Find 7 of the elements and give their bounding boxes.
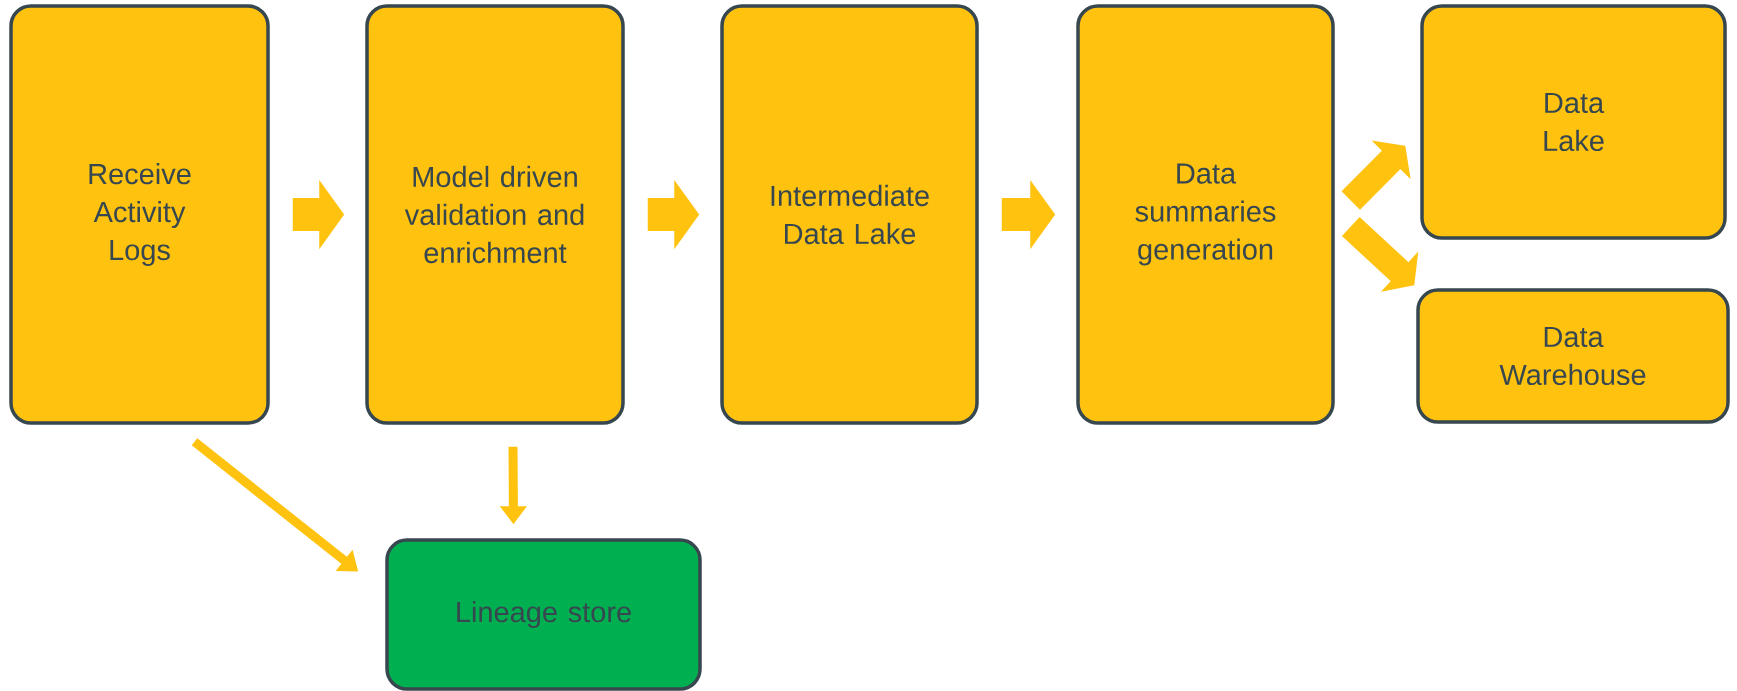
store-box: Lineage store [385, 538, 702, 691]
process-box: Intermediate Data Lake [720, 4, 979, 425]
process-box: Data Lake [1420, 4, 1727, 240]
process-box: Data summaries generation [1076, 4, 1335, 425]
process-box: Receive Activity Logs [9, 4, 270, 425]
process-box: Data Warehouse [1416, 288, 1730, 424]
process-box: Model driven validation and enrichment [365, 4, 625, 425]
